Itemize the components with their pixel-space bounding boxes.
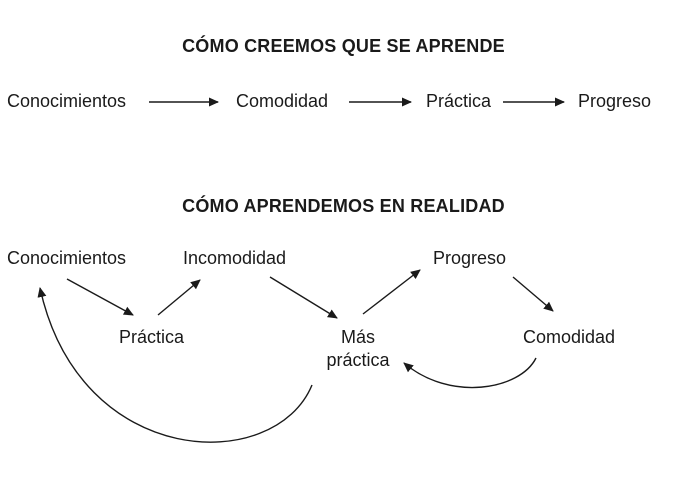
- arrow-incomodidad-mas-practica: [269, 276, 338, 319]
- top-step-comodidad: Comodidad: [236, 91, 329, 111]
- node-conocimientos: Conocimientos: [7, 248, 127, 268]
- arrow-comodidad-mas-practica: [403, 357, 537, 389]
- arrow-conocimientos-practica: [66, 278, 134, 316]
- node-incomodidad: Incomodidad: [183, 248, 287, 268]
- top-step-progreso: Progreso: [578, 91, 652, 111]
- top-step-practica: Práctica: [426, 91, 492, 111]
- node-mas-practica-line1: Más: [340, 327, 375, 347]
- arrow-practica-incomodidad: [157, 279, 201, 316]
- arrow-mas-practica-conocimientos: [37, 287, 313, 443]
- node-comodidad: Comodidad: [523, 327, 616, 347]
- node-mas-practica-line2: práctica: [326, 350, 390, 370]
- node-practica: Práctica: [119, 327, 185, 347]
- node-mas-practica: Más práctica: [318, 326, 398, 371]
- bottom-title: CÓMO APRENDEMOS EN REALIDAD: [182, 196, 505, 216]
- top-step-conocimientos: Conocimientos: [7, 91, 127, 111]
- arrow-mas-practica-progreso: [362, 269, 421, 315]
- top-title: CÓMO CREEMOS QUE SE APRENDE: [182, 36, 505, 56]
- arrow-progreso-comodidad: [512, 276, 554, 312]
- node-progreso: Progreso: [433, 248, 507, 268]
